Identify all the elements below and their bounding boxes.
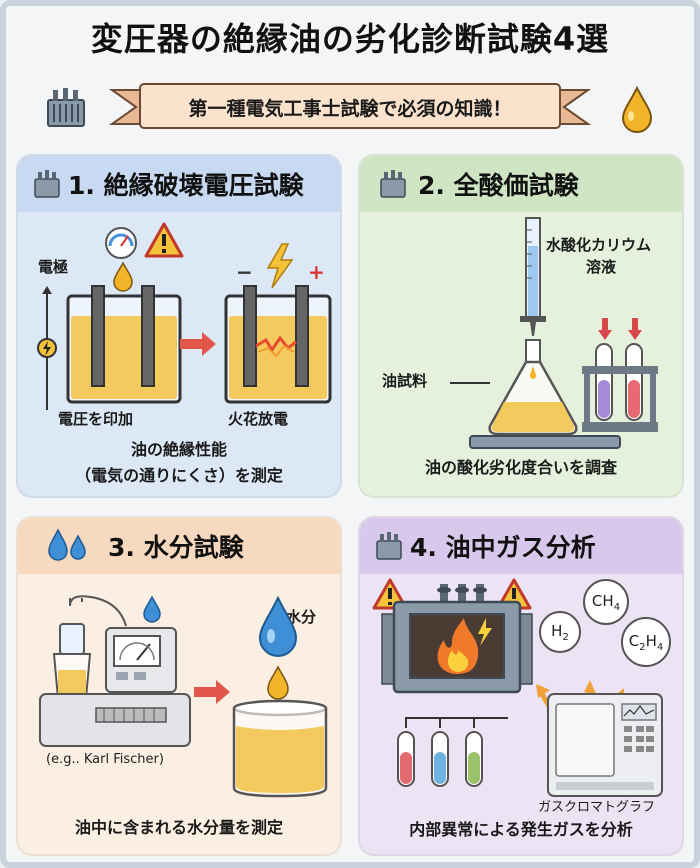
panel-total-acid: 2. 全酸価試験 水酸化カリウム 溶液 油試料 油の酸化劣化度合いを調査 [358,154,684,498]
panel-header [360,156,682,212]
panel-moisture: 3. 水分試験 (e.g.. Karl Fischer) 水分 油中に含まれる水… [16,516,342,856]
transformer-icon [376,532,402,560]
transformer-icon [34,170,60,198]
ribbon-shape [108,83,592,129]
panel-title: 2. 全酸価試験 [418,171,579,200]
oil-drop-icon [621,85,653,133]
caption-line2: （電気の通りにくさ）を測定 [75,466,283,485]
warning-icon [144,222,184,258]
pointer-line [450,382,490,384]
water-drop-icon [143,595,161,623]
gas-chromatograph [547,693,663,797]
arrow-right-icon [194,680,230,704]
method-example: (e.g.. Karl Fischer) [46,752,164,767]
panel-title: 1. 絶縁破壊電圧試験 [68,171,304,200]
titrator-device [39,595,191,747]
panel-header [360,518,682,574]
beaker-spark [224,285,332,404]
panel-header [18,156,340,212]
transformer-icon [380,170,406,198]
caption: 油中に含まれる水分量を測定 [74,818,283,837]
gas-bubbles [539,579,671,667]
burette-flask-illustration [488,217,578,436]
apply-voltage-label: 電圧を印加 [58,410,134,428]
banner-text: 第一種電気工事士試験で必須の知識！ [188,97,512,120]
oil-drop-icon [267,665,289,700]
panel-header [18,518,340,574]
arrow-right-icon [180,332,216,356]
reagent-label-line2: 溶液 [586,258,617,276]
gas-c2h4: C2H4 [628,632,664,653]
chromatograph-label: ガスクロマトグラフ [538,800,656,815]
reagent-label-line1: 水酸化カリウム [546,236,652,254]
gauge-icon [105,227,137,259]
gas-h2: H2 [551,622,569,643]
lightning-icon [266,243,294,289]
panel-dissolved-gas: 4. 油中ガス分析 H2 CH4 C2H4 [358,516,684,856]
sample-tubes [390,716,508,787]
oil-drop-icon [113,261,133,292]
gas-ch4: CH4 [591,592,621,613]
banner-ribbon: 第一種電気工事士試験で必須の知識！ [108,82,592,132]
water-label: 水分 [286,608,317,626]
faulty-transformer [381,584,533,694]
oil-sample-label: 油試料 [382,372,428,390]
water-drop-large-icon [258,595,298,657]
caption: 油の酸化劣化度合いを調査 [424,458,617,477]
panel-breakdown-voltage: 1. 絶縁破壊電圧試験 電極 − + [16,154,342,498]
beaker-voltage [66,285,182,404]
transformer-icon [47,88,85,127]
spark-discharge-label: 火花放電 [228,410,289,428]
voltage-indicator [37,286,57,410]
panel-title: 4. 油中ガス分析 [410,533,596,562]
test-tube-rack [582,318,658,432]
caption-line1: 油の絶縁性能 [130,440,227,459]
electrode-label: 電極 [38,258,69,276]
water-drops-icon [48,528,86,561]
page-title: 変圧器の絶縁油の劣化診断試験4選 [90,20,610,58]
panel-title: 3. 水分試験 [108,533,244,562]
plus-sign: + [308,260,325,284]
oil-beaker [232,699,328,798]
caption: 内部異常による発生ガスを分析 [409,820,633,839]
minus-sign: − [236,260,253,284]
stand-base [469,435,621,449]
